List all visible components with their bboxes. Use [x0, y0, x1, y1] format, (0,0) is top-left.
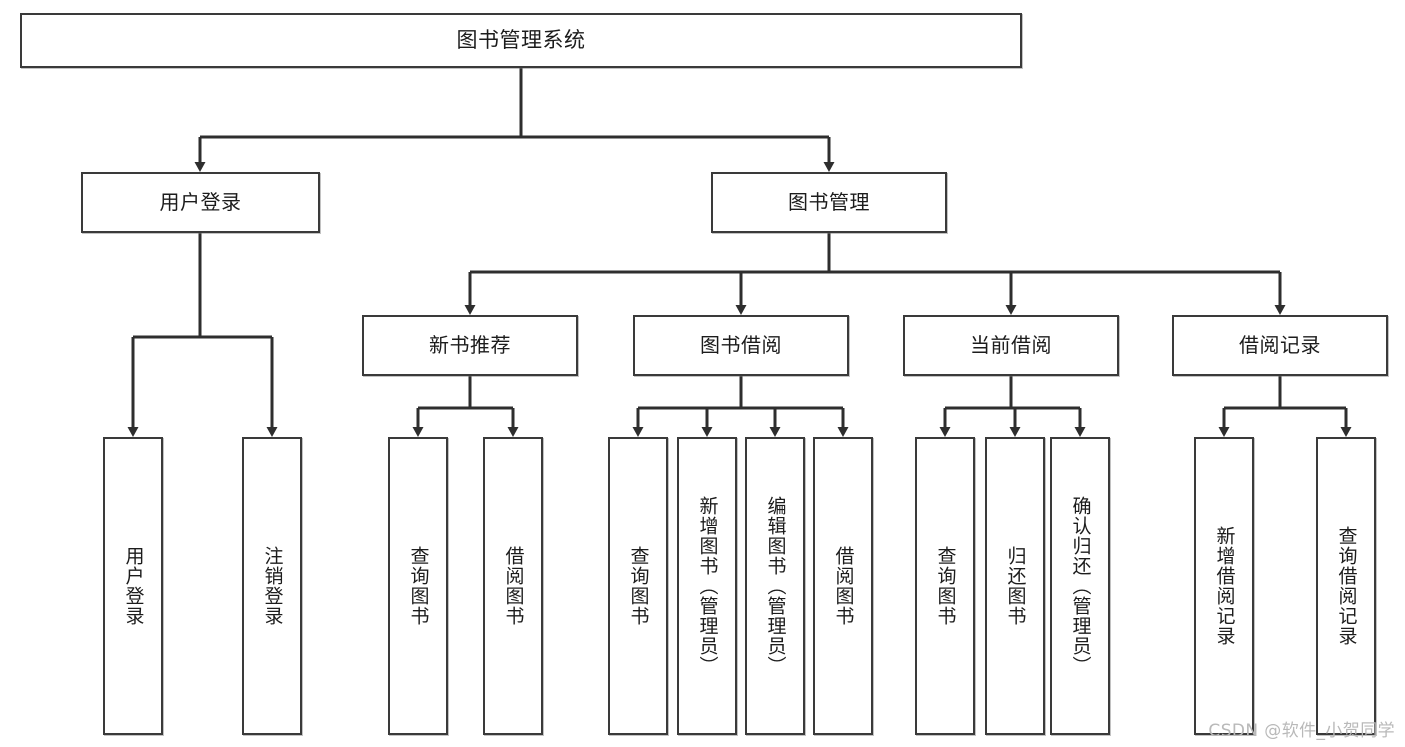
node-leaf-query-book-3-label: 查询图书: [934, 546, 957, 626]
node-leaf-query-record-label: 查询借阅记录: [1335, 526, 1358, 646]
node-leaf-user-logout[interactable]: 注销登录: [242, 437, 302, 735]
node-borrow-record-label: 借阅记录: [1239, 332, 1321, 357]
node-leaf-edit-book[interactable]: 编辑图书（管理员）: [745, 437, 805, 735]
node-leaf-add-book[interactable]: 新增图书（管理员）: [677, 437, 737, 735]
node-root[interactable]: 图书管理系统: [20, 13, 1022, 68]
node-borrow-record[interactable]: 借阅记录: [1172, 315, 1388, 376]
node-leaf-query-record[interactable]: 查询借阅记录: [1316, 437, 1376, 735]
node-current-borrow-label: 当前借阅: [970, 332, 1052, 357]
node-leaf-edit-book-label: 编辑图书（管理员）: [764, 496, 787, 676]
node-book-manage[interactable]: 图书管理: [711, 172, 947, 233]
node-root-label: 图书管理系统: [456, 28, 586, 53]
node-new-book-recommend[interactable]: 新书推荐: [362, 315, 578, 376]
node-leaf-borrow-book-2[interactable]: 借阅图书: [813, 437, 873, 735]
node-leaf-query-book-2-label: 查询图书: [627, 546, 650, 626]
node-leaf-user-logout-label: 注销登录: [261, 546, 284, 626]
node-leaf-query-book-1[interactable]: 查询图书: [388, 437, 448, 735]
node-leaf-add-book-label: 新增图书（管理员）: [696, 496, 719, 676]
node-book-borrow-label: 图书借阅: [700, 332, 782, 357]
node-leaf-query-book-2[interactable]: 查询图书: [608, 437, 668, 735]
node-user-login-label: 用户登录: [159, 189, 242, 214]
node-book-borrow[interactable]: 图书借阅: [633, 315, 849, 376]
node-leaf-confirm-return[interactable]: 确认归还（管理员）: [1050, 437, 1110, 735]
node-leaf-borrow-book-1[interactable]: 借阅图书: [483, 437, 543, 735]
node-leaf-query-book-1-label: 查询图书: [407, 546, 430, 626]
node-user-login[interactable]: 用户登录: [81, 172, 320, 233]
node-leaf-add-record[interactable]: 新增借阅记录: [1194, 437, 1254, 735]
node-leaf-borrow-book-1-label: 借阅图书: [502, 546, 525, 626]
node-leaf-add-record-label: 新增借阅记录: [1213, 526, 1236, 646]
node-leaf-user-login-label: 用户登录: [122, 546, 145, 626]
node-leaf-confirm-return-label: 确认归还（管理员）: [1069, 496, 1092, 676]
node-leaf-return-book-label: 归还图书: [1004, 546, 1027, 626]
node-current-borrow[interactable]: 当前借阅: [903, 315, 1119, 376]
node-leaf-query-book-3[interactable]: 查询图书: [915, 437, 975, 735]
node-leaf-return-book[interactable]: 归还图书: [985, 437, 1045, 735]
node-new-book-recommend-label: 新书推荐: [429, 332, 511, 357]
node-book-manage-label: 图书管理: [788, 189, 870, 214]
node-leaf-user-login[interactable]: 用户登录: [103, 437, 163, 735]
node-leaf-borrow-book-2-label: 借阅图书: [832, 546, 855, 626]
